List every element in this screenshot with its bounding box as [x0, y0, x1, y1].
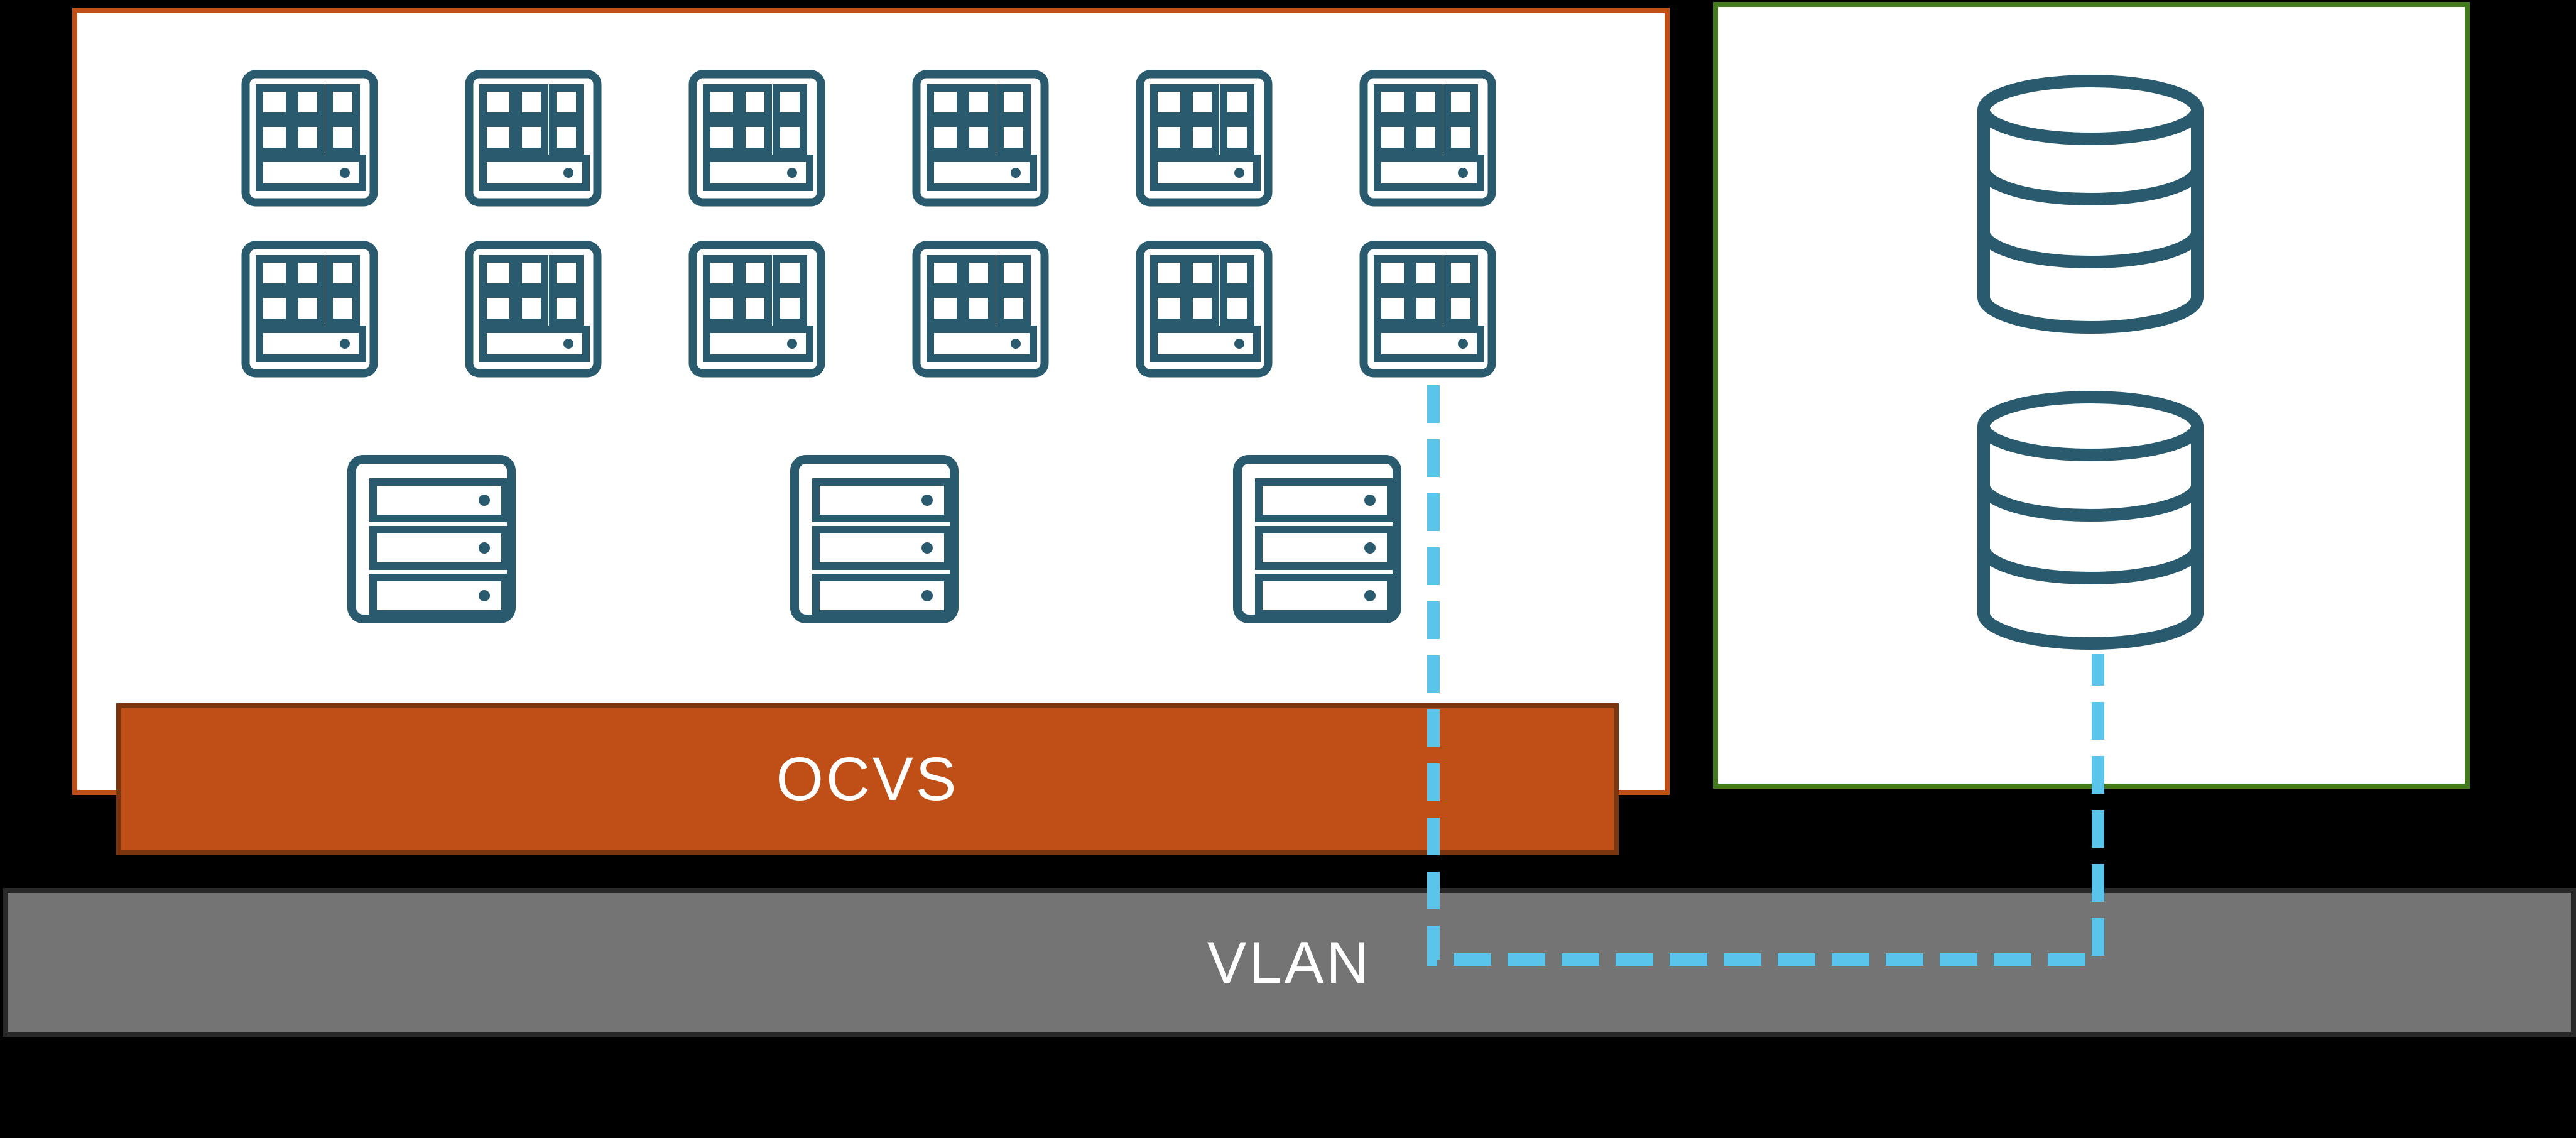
compute-host-icon — [464, 240, 602, 378]
database-cylinder-icon — [1976, 74, 2205, 334]
compute-host-icon — [1135, 240, 1273, 378]
compute-host-icon — [1359, 240, 1497, 378]
compute-host-icon — [688, 69, 826, 207]
database-panel — [1713, 2, 2470, 789]
compute-host-icon — [688, 240, 826, 378]
compute-host-icon — [1135, 69, 1273, 207]
compute-host-icon — [911, 240, 1050, 378]
database-cylinder-icon — [1976, 390, 2205, 650]
compute-host-icon — [911, 69, 1050, 207]
database-stack — [1976, 74, 2205, 650]
server-rack-icon — [790, 454, 959, 624]
server-row — [347, 454, 1402, 624]
host-row-2 — [241, 240, 1497, 378]
compute-host-icon — [241, 69, 379, 207]
vlan-label: VLAN — [1207, 929, 1372, 995]
compute-host-icon — [1359, 69, 1497, 207]
ocvs-panel — [72, 8, 1670, 795]
ocvs-label: OCVS — [776, 744, 959, 813]
host-row-1 — [241, 69, 1497, 207]
vlan-bar: VLAN — [3, 888, 2576, 1037]
server-rack-icon — [1232, 454, 1402, 624]
ocvs-label-bar: OCVS — [116, 703, 1619, 855]
compute-host-icon — [241, 240, 379, 378]
compute-host-icon — [464, 69, 602, 207]
server-rack-icon — [347, 454, 516, 624]
